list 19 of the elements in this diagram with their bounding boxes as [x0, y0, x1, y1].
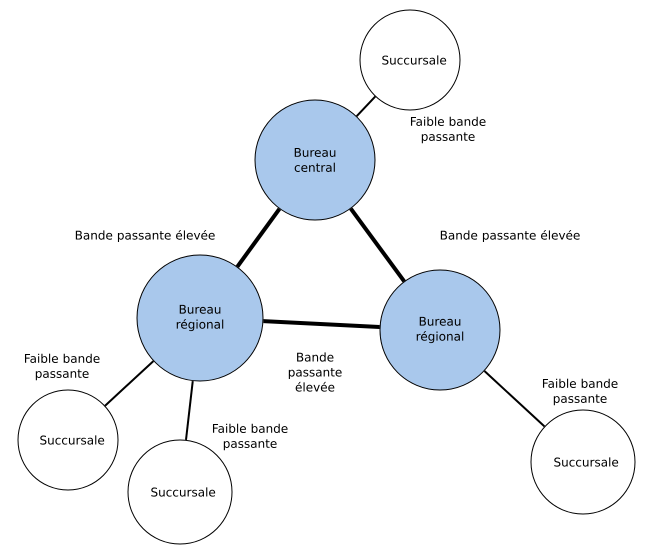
edge-label: Bande passante élevée — [288, 352, 342, 392]
connector-line — [185, 380, 194, 440]
circle-node: Bureau central — [254, 100, 376, 220]
connector-line — [263, 319, 380, 329]
connector-line — [349, 208, 406, 282]
circle-node: Succursale — [530, 410, 636, 514]
circle-node: Bureau régional — [380, 270, 500, 390]
edge-label: Faible bande passante — [410, 116, 486, 144]
connector-line — [484, 370, 546, 428]
connector-line — [104, 360, 154, 406]
edge-label: Bande passante élevée — [76, 230, 215, 242]
edge-label: Faible bande passante — [24, 354, 100, 380]
circle-node: Succursale — [18, 390, 118, 490]
circle-node: Succursale — [360, 10, 460, 110]
connector-line — [356, 96, 376, 117]
circle-node: Bureau régional — [136, 254, 264, 382]
edge-label: Bande passante élevée — [440, 230, 580, 242]
connector-line — [236, 208, 282, 268]
edge-label: Faible bande passante — [542, 378, 618, 406]
